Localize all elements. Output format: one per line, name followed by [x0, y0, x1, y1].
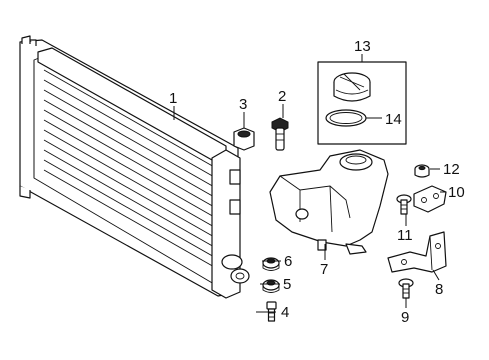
callout-1: 1: [169, 90, 177, 107]
callout-8: 8: [435, 281, 443, 298]
leader-lines: [173, 54, 446, 313]
nut-icon: [414, 164, 430, 178]
bolt-9-icon: [398, 278, 414, 299]
grommet-6-icon: [262, 257, 280, 271]
o-ring-icon: [325, 109, 367, 127]
callout-6: 6: [284, 253, 292, 270]
callout-11: 11: [397, 227, 413, 244]
callout-5: 5: [283, 276, 291, 293]
callout-2: 2: [278, 88, 286, 105]
callout-12: 12: [443, 161, 460, 178]
reservoir-cap-icon: [333, 72, 371, 102]
bracket-8-icon: [387, 231, 447, 273]
bracket-10-icon: [413, 185, 447, 213]
callout-4: 4: [281, 304, 289, 321]
grommet-5-icon: [262, 279, 280, 293]
rubber-mount-icon: [233, 127, 255, 151]
callout-3: 3: [239, 96, 247, 113]
radiator-icon: [19, 35, 250, 299]
callout-10: 10: [448, 184, 465, 201]
callout-14: 14: [385, 111, 402, 128]
drain-plug-icon: [271, 117, 289, 151]
callout-13: 13: [354, 38, 371, 55]
bolt-11-icon: [396, 194, 412, 215]
bolt-4-icon: [266, 301, 277, 322]
callout-7: 7: [320, 261, 328, 278]
callout-labels: 1 2 3 4 5 6 7 8 9 10 11 12 13 14: [169, 38, 465, 326]
coolant-reservoir-icon: [269, 149, 389, 255]
callout-9: 9: [401, 309, 409, 326]
